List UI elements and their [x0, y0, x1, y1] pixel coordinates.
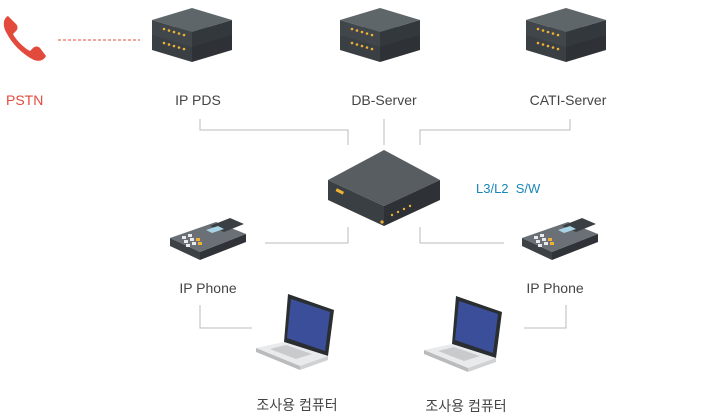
laptop-right-icon	[424, 296, 502, 372]
ip-phone-right-icon	[522, 218, 598, 260]
cati-server-label: CATI-Server	[529, 92, 607, 108]
switch-label: L3/L2 S/W	[476, 181, 541, 196]
pstn-label: PSTN	[6, 92, 44, 108]
db-server-icon	[340, 8, 420, 62]
link-phone-right-pc	[524, 305, 567, 329]
network-switch-icon	[328, 150, 440, 226]
link-ip-pds-switch	[199, 119, 349, 145]
ip-phone-left-label: IP Phone	[179, 280, 237, 296]
laptop-left-icon	[256, 294, 334, 370]
ip-pds-label: IP PDS	[175, 92, 221, 108]
cati-server-icon	[526, 8, 606, 62]
pc-left-label: 조사용 컴퓨터	[256, 397, 338, 413]
telephone-icon	[3, 16, 46, 61]
ip-pds-server-icon	[152, 8, 232, 62]
link-switch-phone-right	[419, 227, 504, 244]
ip-phone-right-label: IP Phone	[526, 280, 584, 296]
link-cati-switch	[419, 119, 571, 145]
pc-right-label: 조사용 컴퓨터	[425, 398, 507, 414]
link-switch-phone-left	[265, 227, 349, 244]
db-server-label: DB-Server	[351, 92, 417, 108]
ip-phone-left-icon	[170, 218, 246, 260]
link-phone-left-pc	[199, 305, 252, 329]
